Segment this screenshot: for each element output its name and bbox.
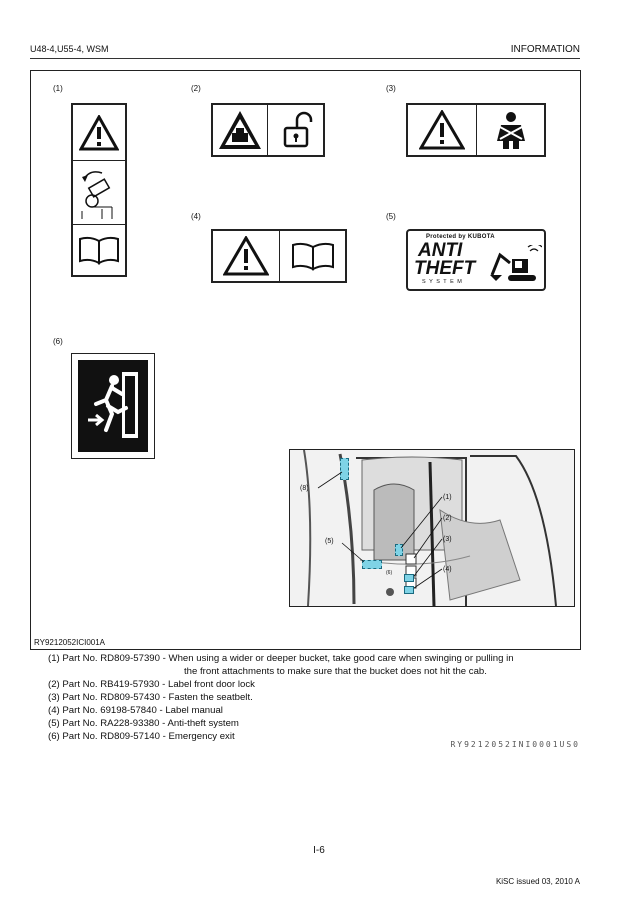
figure-label-2: (2)	[191, 84, 201, 93]
highlight-1	[395, 544, 403, 556]
header-section-title: INFORMATION	[510, 44, 580, 55]
decal-5-anti-theft: Protected by KUBOTA ANTI THEFT S Y S T E…	[406, 229, 546, 291]
figure-label-3: (3)	[386, 84, 396, 93]
emergency-exit-icon	[78, 360, 148, 452]
decal-1	[71, 103, 127, 277]
highlight-5	[362, 560, 382, 569]
anti-theft-anti-text: ANTI	[418, 240, 463, 261]
anti-theft-protected-text: Protected by KUBOTA	[426, 234, 495, 240]
caption-1: (1) Part No. RD809-57390 - When using a …	[48, 652, 588, 665]
highlight-3	[404, 574, 414, 582]
warning-door-icon	[213, 105, 268, 155]
caption-desc: - Emergency exit	[159, 731, 235, 742]
manual-book-icon	[280, 231, 345, 281]
caption-part: (5) Part No. RA228-93380	[48, 718, 160, 729]
excavator-icon	[490, 243, 543, 290]
header-manual-title: U48-4,U55-4, WSM	[30, 44, 109, 54]
caption-desc: - Label manual	[156, 705, 223, 716]
warning-triangle-icon	[73, 105, 125, 161]
caption-part: (1) Part No. RD809-57390	[48, 653, 160, 664]
decal-3	[406, 103, 546, 157]
callout-4: (4)	[443, 566, 452, 573]
reference-code: RY9212052INI0001US0	[450, 740, 580, 749]
caption-4: (4) Part No. 69198-57840 - Label manual	[48, 704, 588, 717]
caption-list: (1) Part No. RD809-57390 - When using a …	[48, 652, 588, 743]
callout-1: (1)	[443, 494, 452, 501]
caption-2: (2) Part No. RB419-57930 - Label front d…	[48, 678, 588, 691]
highlight-8	[340, 458, 349, 480]
anti-theft-system-text: S Y S T E M	[422, 279, 463, 285]
seatbelt-person-icon	[477, 105, 544, 155]
cab-interior-photo: (8) (1) (2) (3) (5) (4) (6)	[289, 449, 575, 607]
callout-3: (3)	[443, 536, 452, 543]
callout-5: (5)	[325, 538, 334, 545]
callout-6: (6)	[386, 570, 393, 576]
warning-triangle-icon	[408, 105, 477, 155]
figure-label-4: (4)	[191, 212, 201, 221]
unlocked-padlock-icon	[268, 105, 323, 155]
figure-label-6: (6)	[53, 337, 63, 346]
caption-part: (4) Part No. 69198-57840	[48, 705, 157, 716]
caption-1-continued: the front attachments to make sure that …	[184, 666, 487, 677]
callout-8: (8)	[300, 485, 309, 492]
caption-part: (2) Part No. RB419-57930	[48, 679, 160, 690]
caption-desc: - Anti-theft system	[159, 718, 239, 729]
figure-panel: (1) (2) (3) (4)	[30, 70, 581, 650]
figure-label-5: (5)	[386, 212, 396, 221]
highlight-4	[404, 586, 414, 594]
manual-book-icon	[73, 225, 125, 275]
header-rule	[30, 58, 580, 59]
decal-6-emergency-exit	[71, 353, 155, 459]
warning-triangle-icon	[213, 231, 280, 281]
figure-id: RY9212052ICI001A	[34, 638, 106, 647]
bucket-swing-icon	[73, 161, 125, 225]
decal-4	[211, 229, 347, 283]
caption-desc: - Fasten the seatbelt.	[159, 692, 253, 703]
figure-label-1: (1)	[53, 84, 63, 93]
caption-desc: - Label front door lock	[159, 679, 255, 690]
caption-part: (6) Part No. RD809-57140	[48, 731, 160, 742]
footer-issue: KiSC issued 03, 2010 A	[495, 877, 580, 886]
page-number: I-6	[313, 845, 325, 856]
caption-5: (5) Part No. RA228-93380 - Anti-theft sy…	[48, 717, 588, 730]
caption-6: (6) Part No. RD809-57140 - Emergency exi…	[48, 730, 588, 743]
caption-desc: - When using a wider or deeper bucket, t…	[159, 653, 514, 664]
caption-part: (3) Part No. RD809-57430	[48, 692, 160, 703]
caption-3: (3) Part No. RD809-57430 - Fasten the se…	[48, 691, 588, 704]
decal-2	[211, 103, 325, 157]
callout-2: (2)	[443, 515, 452, 522]
callout-leader-lines	[317, 471, 443, 589]
anti-theft-theft-text: THEFT	[414, 258, 476, 279]
